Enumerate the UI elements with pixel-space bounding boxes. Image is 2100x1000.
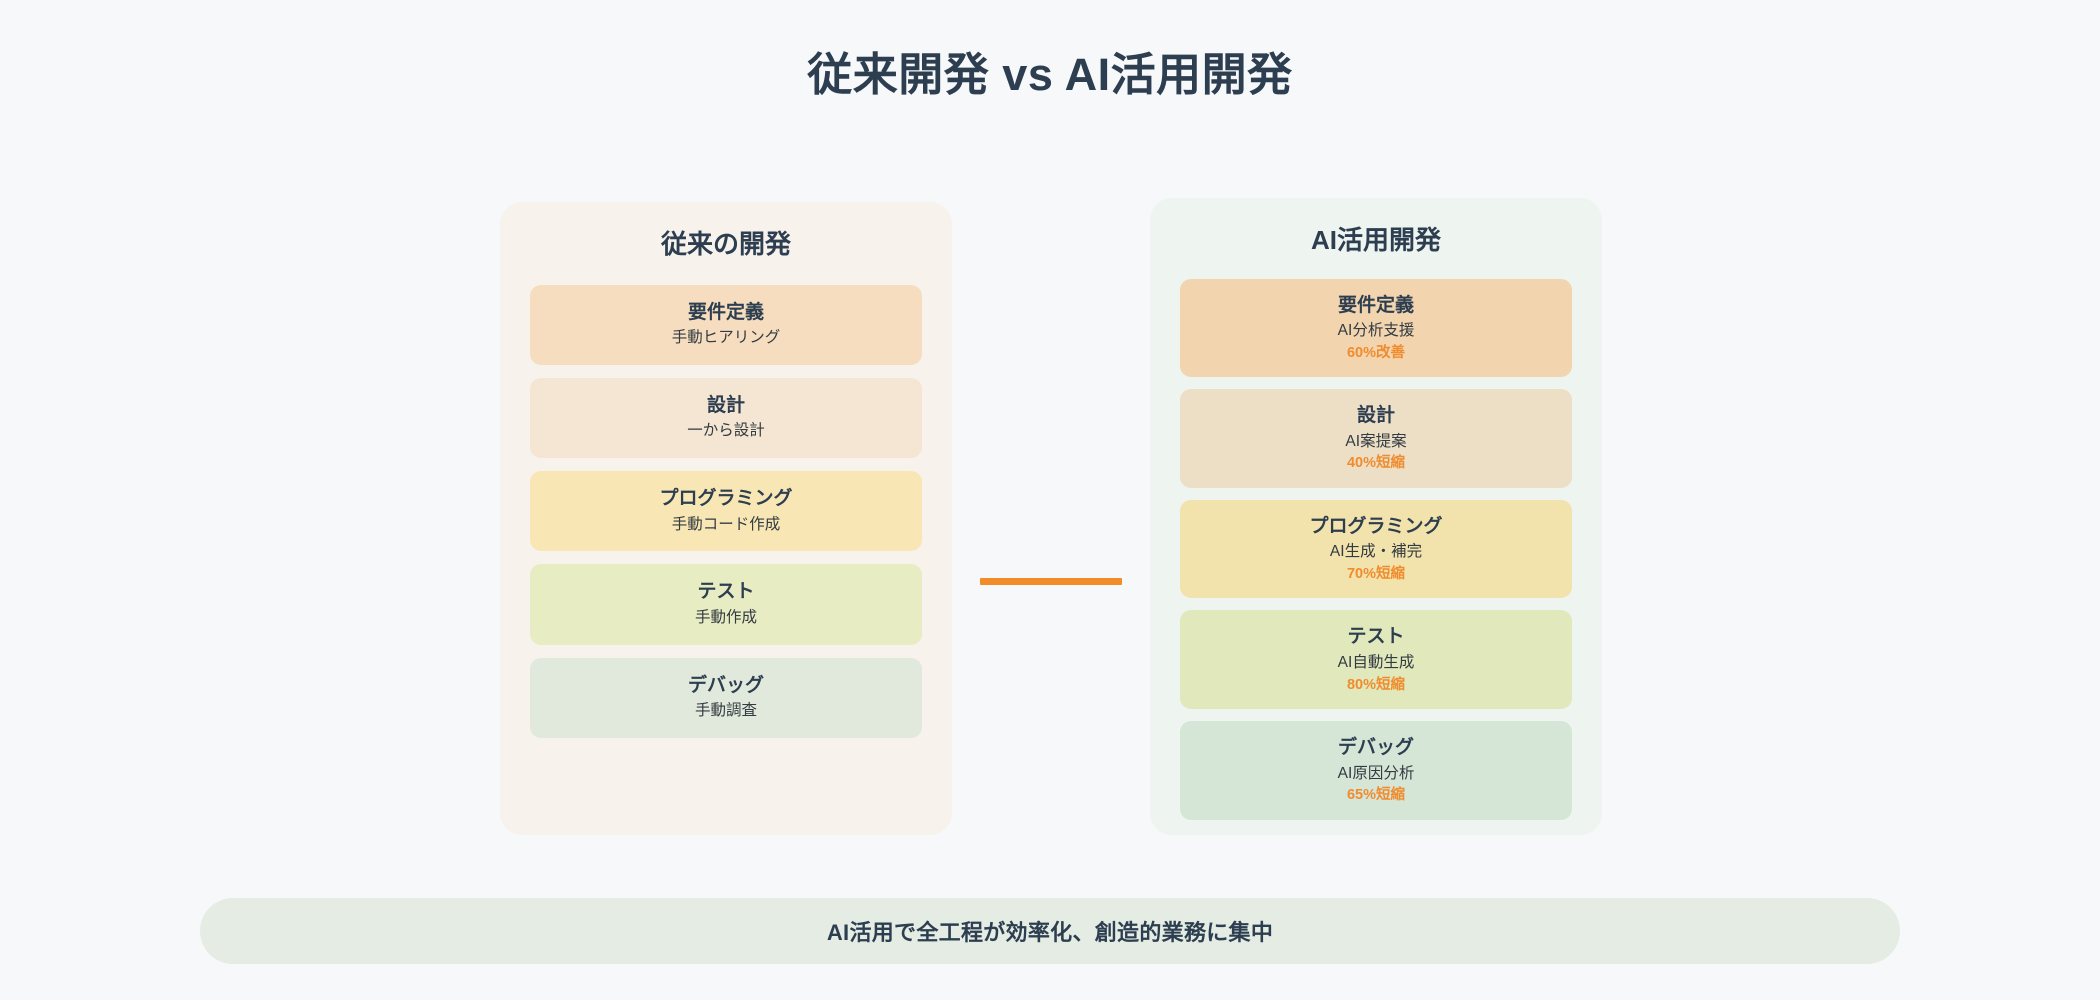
stage-improvement-badge: 65%短縮 <box>1346 787 1406 804</box>
stage-description: AI案提案 <box>1345 432 1407 450</box>
stage-name: 設計 <box>1356 405 1395 427</box>
stage-name: プログラミング <box>1309 515 1443 537</box>
stage-card[interactable]: 要件定義 AI分析支援 60%改善 <box>1180 278 1572 378</box>
stage-name: テスト <box>697 581 755 603</box>
stage-card[interactable]: テスト AI自動生成 80%短縮 <box>1180 610 1572 709</box>
stage-description: 一から設計 <box>687 422 765 440</box>
comparison-area: 従来の開発 要件定義 手動ヒアリング 設計 一から設計 プログラミング 手動コー… <box>0 198 2100 838</box>
stage-card[interactable]: テスト 手動作成 <box>530 564 922 645</box>
stage-description: AI自動生成 <box>1337 654 1415 672</box>
stage-improvement-badge: 60%改善 <box>1346 344 1406 361</box>
summary-banner: AI活用で全工程が効率化、創造的業務に集中 <box>200 898 1900 964</box>
stage-description: 手動作成 <box>694 609 757 627</box>
stage-card[interactable]: デバッグ 手動調査 <box>530 657 922 739</box>
stage-improvement-badge: 80%短縮 <box>1346 676 1406 693</box>
stage-card[interactable]: プログラミング 手動コード作成 <box>530 471 922 552</box>
stage-description: 手動調査 <box>694 702 757 720</box>
stage-description: 手動コード作成 <box>671 515 781 533</box>
stage-description: AI分析支援 <box>1337 322 1415 340</box>
stage-description: AI生成・補完 <box>1329 543 1423 561</box>
summary-banner-text: AI活用で全工程が効率化、創造的業務に集中 <box>826 920 1274 945</box>
stage-card[interactable]: デバッグ AI原因分析 65%短縮 <box>1180 721 1572 820</box>
ai-panel-heading: AI活用開発 <box>1310 225 1441 255</box>
stage-name: 設計 <box>706 394 745 416</box>
stage-name: デバッグ <box>687 674 764 696</box>
stage-name: 要件定義 <box>1337 294 1414 316</box>
ai-development-panel: AI活用開発 要件定義 AI分析支援 60%改善 設計 AI案提案 40%短縮 … <box>1150 198 1602 835</box>
stage-card[interactable]: 設計 AI案提案 40%短縮 <box>1180 389 1572 488</box>
stage-improvement-badge: 70%短縮 <box>1346 566 1406 583</box>
page-title: 従来開発 vs AI活用開発 <box>807 49 1293 100</box>
ai-stage-list: 要件定義 AI分析支援 60%改善 設計 AI案提案 40%短縮 プログラミング… <box>1180 278 1572 820</box>
stage-name: 要件定義 <box>687 301 764 323</box>
connector-arrow-icon <box>980 578 1122 585</box>
stage-name: テスト <box>1347 626 1405 648</box>
stage-card[interactable]: プログラミング AI生成・補完 70%短縮 <box>1180 499 1572 599</box>
stage-improvement-badge: 40%短縮 <box>1346 455 1406 472</box>
traditional-development-panel: 従来の開発 要件定義 手動ヒアリング 設計 一から設計 プログラミング 手動コー… <box>500 202 952 835</box>
stage-description: 手動ヒアリング <box>671 329 781 347</box>
traditional-stage-list: 要件定義 手動ヒアリング 設計 一から設計 プログラミング 手動コード作成 テス… <box>530 284 922 739</box>
stage-name: デバッグ <box>1337 737 1414 758</box>
stage-description: AI原因分析 <box>1337 764 1415 782</box>
stage-card[interactable]: 設計 一から設計 <box>530 377 922 459</box>
stage-name: プログラミング <box>659 488 793 510</box>
traditional-panel-heading: 従来の開発 <box>660 229 791 259</box>
stage-card[interactable]: 要件定義 手動ヒアリング <box>530 284 922 365</box>
